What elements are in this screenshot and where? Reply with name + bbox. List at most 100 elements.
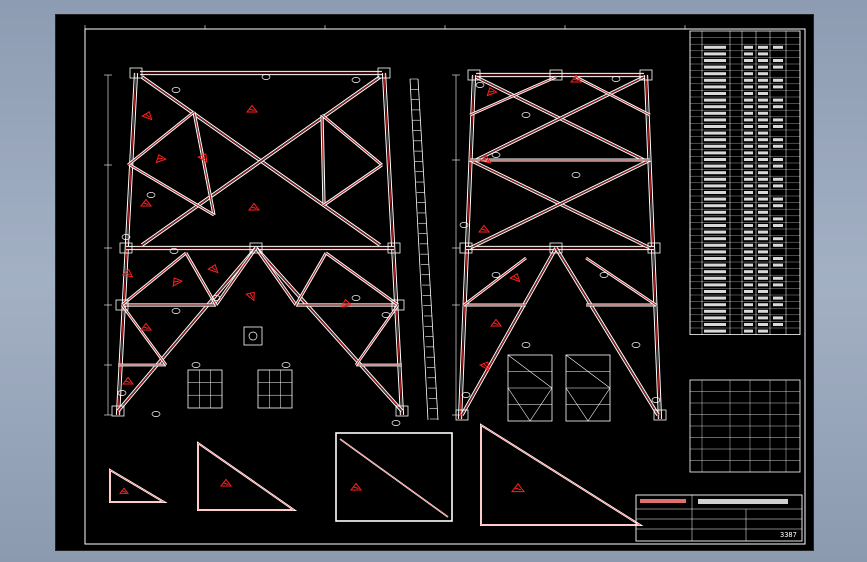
tower-member (192, 111, 216, 216)
tower-member (184, 252, 218, 306)
red-marker (155, 153, 167, 164)
tower-member (115, 72, 139, 416)
triangle-panel-detail (480, 423, 644, 526)
inner-frame (84, 28, 806, 545)
red-marker (197, 153, 208, 164)
gusset-grid-detail (257, 369, 293, 409)
right-tower-elevation (455, 69, 667, 421)
red-marker (118, 487, 130, 494)
tower-member (475, 75, 645, 162)
part-callout (169, 248, 179, 254)
tower-member (321, 113, 383, 167)
tower-member (127, 110, 195, 167)
tower-member (469, 158, 651, 250)
parts-table (689, 30, 801, 473)
part-callout (631, 342, 641, 348)
red-marker (489, 318, 503, 327)
tower-member (460, 247, 558, 416)
part-callout (491, 152, 501, 158)
tower-member (254, 246, 404, 413)
triangle-panel-detail (197, 441, 298, 511)
tower-member (214, 247, 258, 306)
gusset-plate (119, 242, 133, 254)
mini-frame-elevation (507, 354, 553, 422)
left-tower-elevation (111, 67, 409, 426)
gusset-plate (115, 299, 129, 311)
sheet-number: 3387 (780, 531, 797, 539)
red-marker (139, 198, 153, 207)
tower-member (469, 75, 557, 117)
red-marker (121, 376, 135, 385)
gusset-plate (647, 242, 661, 254)
red-marker (479, 361, 490, 372)
tower-member (116, 246, 258, 413)
red-marker (486, 86, 498, 97)
part-callout (571, 172, 581, 178)
red-marker (479, 154, 492, 164)
frame-ticks (84, 25, 686, 29)
red-marker (247, 202, 261, 211)
gusset-plate (467, 69, 481, 81)
red-marker (121, 268, 134, 278)
tower-member (325, 251, 399, 307)
part-callout (146, 192, 156, 198)
part-callout (521, 342, 531, 348)
tower-member (585, 256, 657, 307)
part-callout (281, 362, 291, 368)
part-callout (351, 295, 361, 301)
gusset-plate (249, 242, 263, 254)
red-marker (340, 298, 353, 308)
tower-member (575, 75, 651, 117)
tower-member (463, 256, 527, 307)
part-callout (461, 392, 471, 398)
gusset-grid-detail (187, 369, 223, 409)
part-callout (171, 87, 181, 93)
part-callout (491, 272, 501, 278)
gusset-plate (111, 405, 125, 417)
part-callout (611, 76, 621, 82)
red-marker (139, 322, 153, 331)
red-marker (349, 482, 363, 491)
red-marker (219, 478, 233, 487)
plate-detail (243, 326, 263, 346)
part-callout (211, 295, 221, 301)
tower-member (381, 72, 405, 416)
gusset-plate (387, 242, 401, 254)
part-callout (351, 77, 361, 83)
part-callout (117, 390, 127, 396)
tower-member (129, 163, 215, 217)
red-marker (245, 104, 259, 113)
part-callout (391, 420, 401, 426)
gusset-plate (391, 299, 405, 311)
gusset-plate (377, 67, 391, 79)
tower-member (120, 304, 168, 366)
cad-drawing-canvas: 3387 (84, 25, 806, 545)
triangle-panel-detail (109, 468, 168, 503)
member-markers (118, 74, 583, 494)
part-callout (651, 397, 661, 403)
part-callout (459, 222, 469, 228)
part-callout (599, 272, 609, 278)
tower-member (254, 247, 298, 306)
red-marker (477, 224, 491, 233)
center-dimension-column (104, 74, 460, 421)
part-callout (261, 74, 271, 80)
gusset-plate (653, 409, 667, 421)
tower-member (554, 247, 660, 416)
part-callout (171, 308, 181, 314)
tower-member (121, 251, 187, 307)
red-marker (245, 291, 255, 302)
part-callout (151, 411, 161, 417)
tower-member (320, 114, 326, 206)
title-text-block (698, 499, 788, 504)
part-callout (475, 82, 485, 88)
title-red-text (640, 499, 686, 503)
red-marker (207, 263, 219, 274)
tower-member (323, 163, 383, 207)
title-block-frame (635, 494, 803, 542)
gusset-plate (549, 242, 563, 254)
tower-member (140, 75, 382, 247)
part-callout (381, 312, 391, 318)
part-callout (521, 112, 531, 118)
tower-member (354, 304, 400, 366)
